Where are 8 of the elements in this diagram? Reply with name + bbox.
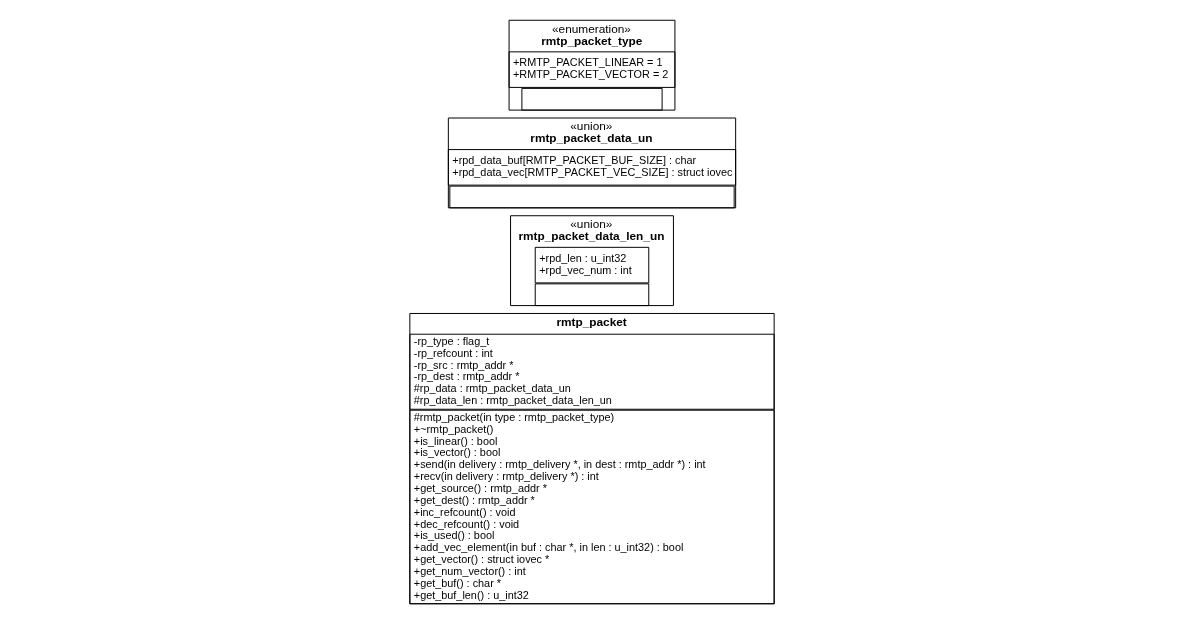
node-box: +rpd_len : u_int32 +rpd_vec_num : int xyxy=(534,246,650,284)
node-box: #rmtp_packet(in type : rmtp_packet_type) +~rmtp_packet() +is_linear() : bool +is_vector() : bool +send(in delivery : rmtp_delivery *, in dest : rmtp_addr *) : int +recv(in delivery : rmtp_delivery *) : int +get_source() : rmtp_addr * +get_dest() : rmtp_addr * +inc_refcount() : void +dec_refcount() : void +is_used() : bool +add_vec_element(in buf : char *, in len : u_int32) : bool +get_vector() : struct iovec * +get_num_vector() : int +get_buf() : char * +get_buf_len() : u_int32 xyxy=(409,409,775,605)
node-box: +rpd_data_buf[RMTP_PACKET_BUF_SIZE] : char +rpd_data_vec[RMTP_PACKET_VEC_SIZE] : struct iovec xyxy=(447,149,737,186)
node-box: +RMTP_PACKET_LINEAR = 1 +RMTP_PACKET_VECTOR = 2 xyxy=(508,51,676,88)
node-box xyxy=(449,185,735,209)
node-box xyxy=(521,87,663,111)
node-box xyxy=(534,283,650,307)
node-box: -rp_type : flag_t -rp_refcount : int -rp_src : rmtp_addr * -rp_dest : rmtp_addr * #rp_data : rmtp_packet_data_un #rp_data_len : rmtp_packet_data_len_un xyxy=(409,333,775,410)
